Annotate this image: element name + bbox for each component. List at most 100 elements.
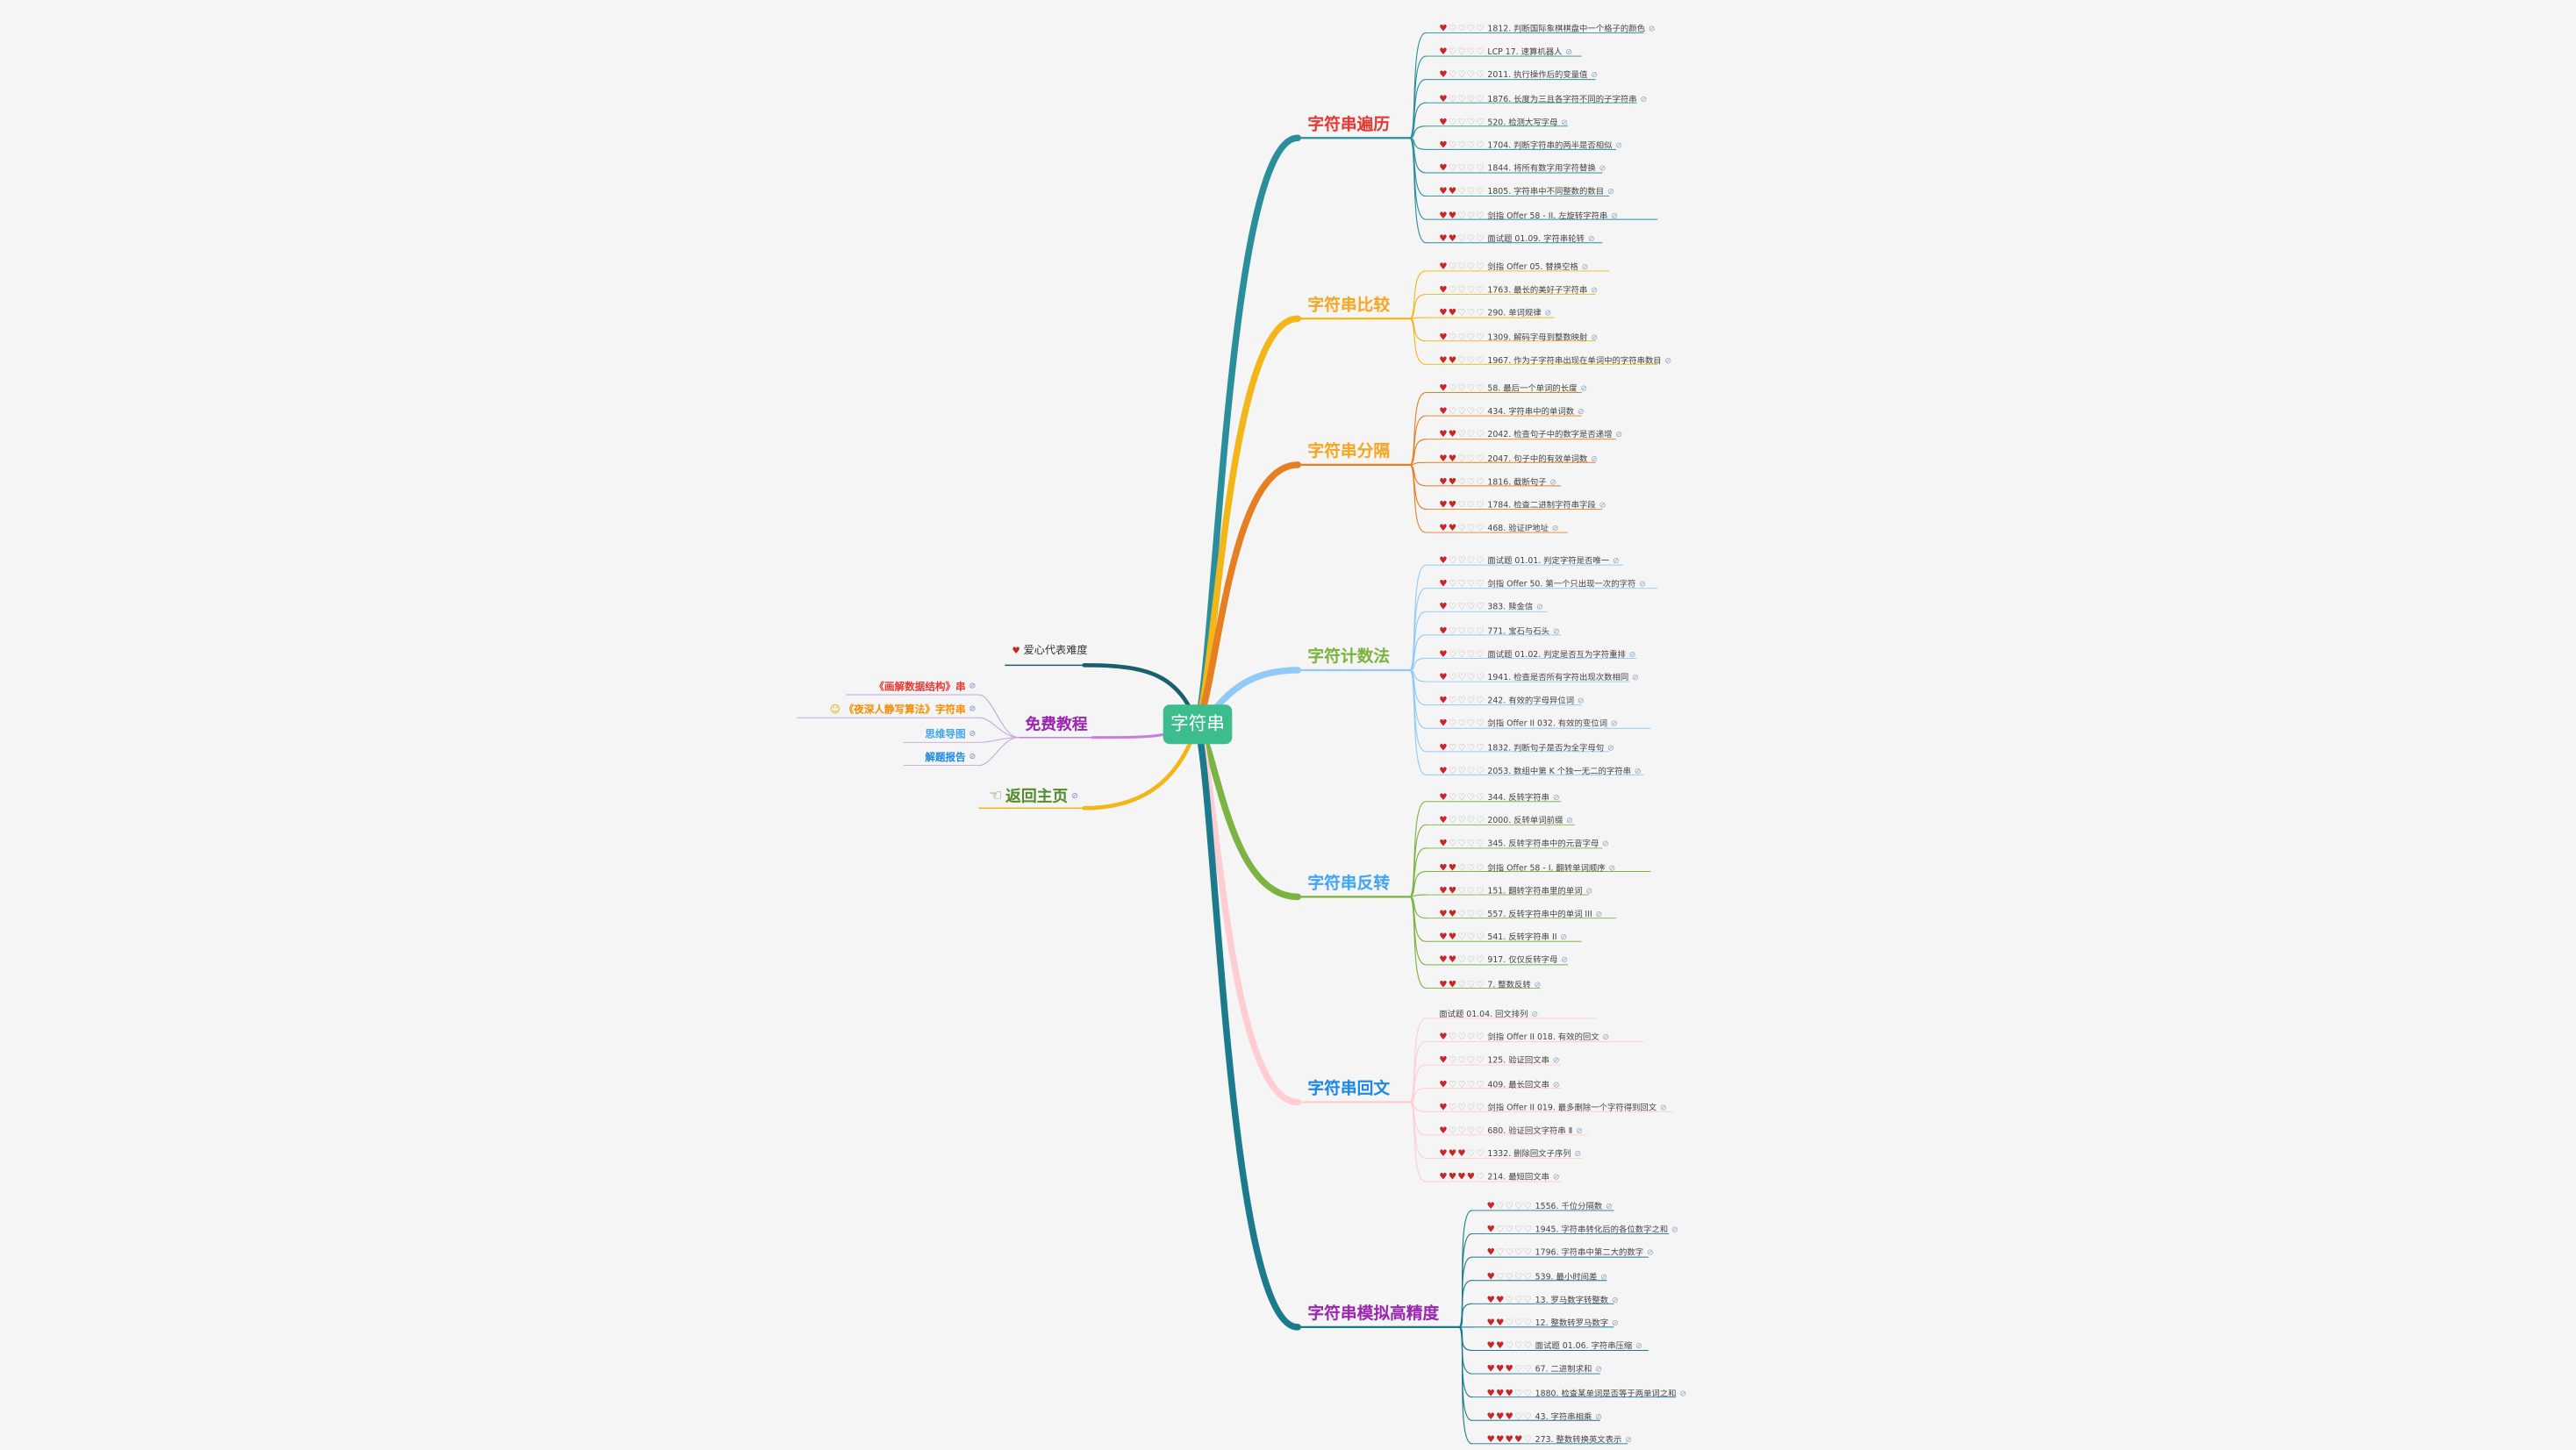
problem-item[interactable]: ♥♡♡♡♡剑指 Offer II 032. 有效的变位词⊘ [1439,718,1617,732]
problem-item[interactable]: ♥♡♡♡♡1876. 长度为三且各字符不同的子字符串⊘ [1439,93,1647,106]
problem-item[interactable]: ♥♡♡♡♡680. 验证回文字符串 Ⅱ⊘ [1439,1125,1583,1139]
link-icon[interactable]: ⊘ [1639,580,1646,590]
link-icon[interactable]: ⊘ [1536,603,1543,614]
problem-item[interactable]: ♥♡♡♡♡1945. 字符串转化后的各位数字之和⊘ [1487,1224,1678,1237]
link-icon[interactable]: ⊘ [969,704,977,715]
link-icon[interactable]: ⊘ [1635,1342,1642,1353]
link-icon[interactable]: ⊘ [1561,956,1569,967]
link-icon[interactable]: ⊘ [1610,719,1618,731]
problem-item[interactable]: ♥♥♡♡♡557. 反转字符串中的单词 III⊘ [1439,908,1602,921]
link-icon[interactable]: ⊘ [1549,477,1557,488]
problem-item[interactable]: ♥♥♡♡♡1967. 作为子字符串出现在单词中的字符串数目⊘ [1439,354,1671,368]
problem-item[interactable]: ♥♡♡♡♡1812. 判断国际象棋棋盘中一个格子的颜色⊘ [1439,23,1655,36]
problem-item[interactable]: ♥♡♡♡♡771. 宝石与石头⊘ [1439,625,1559,639]
link-icon[interactable]: ⊘ [1566,816,1573,827]
problem-item[interactable]: ♥♥♡♡♡剑指 Offer 58 - II. 左旋转字符串⊘ [1439,210,1618,223]
link-icon[interactable]: ⊘ [1611,1318,1619,1329]
link-icon[interactable]: ⊘ [1664,355,1672,367]
link-icon[interactable]: ⊘ [1628,650,1636,661]
problem-item[interactable]: ♥♡♡♡♡LCP 17. 速算机器人⊘ [1439,46,1572,60]
link-icon[interactable]: ⊘ [1646,1248,1654,1259]
problem-item[interactable]: ♥♥♥♡♡43. 字符串相乘⊘ [1487,1411,1602,1424]
link-icon[interactable]: ⊘ [1580,384,1588,395]
problem-item[interactable]: ♥♥♡♡♡7. 整数反转⊘ [1439,978,1541,991]
problem-item[interactable]: ♥♥♡♡♡12. 整数转罗马数字⊘ [1487,1318,1619,1331]
problem-item[interactable]: ♥♥♡♡♡面试题 01.06. 字符串压缩⊘ [1487,1340,1642,1354]
link-icon[interactable]: ⊘ [1679,1389,1687,1399]
problem-item[interactable]: ♥♡♡♡♡344. 反转字符串⊘ [1439,791,1559,804]
link-icon[interactable]: ⊘ [1577,696,1585,707]
link-icon[interactable]: ⊘ [1601,839,1609,850]
link-icon[interactable]: ⊘ [1552,1173,1560,1183]
link-icon[interactable]: ⊘ [969,682,977,692]
problem-item[interactable]: 面试题 01.04. 回文排列⊘ [1439,1009,1538,1022]
link-icon[interactable]: ⊘ [1595,1365,1602,1375]
problem-item[interactable]: ♥♥♡♡♡1805. 字符串中不同整数的数目⊘ [1439,186,1614,199]
link-icon[interactable]: ⊘ [1625,1435,1633,1446]
link-icon[interactable]: ⊘ [1585,886,1593,896]
link-icon[interactable]: ⊘ [1606,743,1614,754]
link-icon[interactable]: ⊘ [1531,1010,1539,1020]
problem-item[interactable]: ♥♡♡♡♡345. 反转字符串中的元音字母⊘ [1439,839,1609,852]
problem-item[interactable]: ♥♡♡♡♡2000. 反转单词前缀⊘ [1439,815,1573,828]
problem-item[interactable]: ♥♡♡♡♡409. 最长回文串⊘ [1439,1078,1559,1091]
problem-item[interactable]: ♥♡♡♡♡434. 字符串中的单词数⊘ [1439,406,1585,419]
problem-item[interactable]: ♥♥♥♡♡1332. 删除回文子序列⊘ [1439,1148,1581,1161]
link-icon[interactable]: ⊘ [1070,791,1078,802]
link-icon[interactable]: ⊘ [1671,1225,1678,1236]
problem-item[interactable]: ♥♡♡♡♡1844. 将所有数字用字符替换⊘ [1439,163,1606,176]
link-icon[interactable]: ⊘ [1602,1033,1610,1044]
problem-item[interactable]: ♥♡♡♡♡1763. 最长的美好子字符串⊘ [1439,284,1598,297]
tutorial-item[interactable]: ☺《夜深人静写算法》字符串⊘ [830,703,976,718]
link-icon[interactable]: ⊘ [1611,1295,1619,1306]
problem-item[interactable]: ♥♡♡♡♡1941. 检查是否所有字符出现次数相同⊘ [1439,672,1639,685]
problem-item[interactable]: ♥♥♡♡♡1816. 截断句子⊘ [1439,476,1556,489]
link-icon[interactable]: ⊘ [1606,1202,1613,1212]
link-icon[interactable]: ⊘ [1591,286,1599,296]
tutorial-item[interactable]: 解题报告⊘ [925,751,976,766]
problem-item[interactable]: ♥♥♡♡♡2042. 检查句子中的数字是否递增⊘ [1439,429,1622,442]
link-icon[interactable]: ⊘ [1534,980,1542,990]
branch-2[interactable]: 字符串分隔 [1307,443,1391,462]
link-icon[interactable]: ⊘ [1560,932,1568,944]
problem-item[interactable]: ♥♥♡♡♡290. 单词规律⊘ [1439,308,1551,321]
link-icon[interactable]: ⊘ [1577,407,1585,418]
branch-3[interactable]: 字符计数法 [1307,648,1391,668]
link-icon[interactable]: ⊘ [1606,188,1614,198]
branch-6[interactable]: 字符串模拟高精度 [1307,1305,1440,1325]
problem-item[interactable]: ♥♡♡♡♡58. 最后一个单词的长度⊘ [1439,382,1587,396]
problem-item[interactable]: ♥♡♡♡♡383. 赎金信⊘ [1439,602,1543,615]
branch-1[interactable]: 字符串比较 [1307,296,1391,316]
problem-item[interactable]: ♥♡♡♡♡剑指 Offer II 019. 最多删除一个字符得到回文⊘ [1439,1102,1667,1115]
problem-item[interactable]: ♥♡♡♡♡1832. 判断句子是否为全字母句⊘ [1439,742,1614,755]
link-icon[interactable]: ⊘ [1615,431,1623,441]
tutorial-item[interactable]: 《画解数据结构》串⊘ [874,680,976,695]
problem-item[interactable]: ♥♥♡♡♡151. 翻转字符串里的单词⊘ [1439,885,1592,898]
link-icon[interactable]: ⊘ [1631,673,1639,683]
problem-item[interactable]: ♥♥♥♥♡214. 最短回文串⊘ [1439,1172,1559,1185]
problem-item[interactable]: ♥♥♡♡♡面试题 01.09. 字符串轮转⊘ [1439,233,1594,246]
link-icon[interactable]: ⊘ [1561,118,1569,128]
link-icon[interactable]: ⊘ [1581,262,1589,273]
link-icon[interactable]: ⊘ [1612,556,1620,567]
problem-item[interactable]: ♥♡♡♡♡1704. 判断字符串的两半是否相似⊘ [1439,139,1622,153]
link-icon[interactable]: ⊘ [1552,626,1560,637]
tutorials-branch[interactable]: 免费教程 [1025,714,1087,735]
link-icon[interactable]: ⊘ [1595,910,1603,920]
branch-5[interactable]: 字符串回文 [1307,1081,1391,1099]
link-icon[interactable]: ⊘ [1634,767,1642,777]
link-icon[interactable]: ⊘ [1544,309,1552,319]
link-icon[interactable]: ⊘ [1552,793,1560,804]
problem-item[interactable]: ♥♥♡♡♡1784. 检查二进制字符串字段⊘ [1439,499,1606,512]
problem-item[interactable]: ♥♡♡♡♡剑指 Offer 05. 替换空格⊘ [1439,261,1588,275]
link-icon[interactable]: ⊘ [969,752,977,762]
problem-item[interactable]: ♥♥♥♡♡1880. 检查某单词是否等于两单词之和⊘ [1487,1387,1687,1400]
branch-0[interactable]: 字符串遍历 [1307,116,1391,135]
link-icon[interactable]: ⊘ [1648,25,1656,35]
link-icon[interactable]: ⊘ [1576,1126,1583,1137]
link-icon[interactable]: ⊘ [1591,454,1599,465]
problem-item[interactable]: ♥♥♡♡♡13. 罗马数字转整数⊘ [1487,1294,1619,1307]
link-icon[interactable]: ⊘ [1551,524,1559,534]
problem-item[interactable]: ♥♥♥♥♡273. 整数转换英文表示⊘ [1487,1434,1633,1447]
problem-item[interactable]: ♥♡♡♡♡539. 最小时间差⊘ [1487,1270,1607,1283]
